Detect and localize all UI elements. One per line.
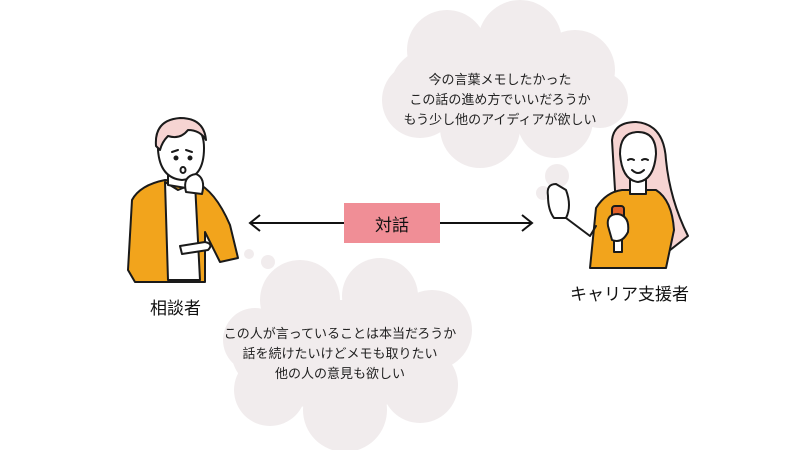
- thought-dots-bottom: [244, 249, 275, 269]
- dialogue-label: 対話: [375, 215, 409, 236]
- consultant-label: 相談者: [150, 299, 201, 319]
- thought-line: 今の言葉メモしたかった: [428, 73, 572, 88]
- thought-text-top: 今の言葉メモしたかった この話の進め方でいいだろうか もう少し他のアイディアが欲…: [380, 71, 620, 131]
- thought-line: 話を続けたいけどメモも取りたい: [242, 347, 438, 362]
- thought-line: 他の人の意見も欲しい: [274, 367, 405, 382]
- thought-line: この話の進め方でいいだろうか: [409, 93, 591, 108]
- consultant-illustration: [127, 117, 239, 283]
- thought-line: この人が言っていることは本当だろうか: [223, 327, 457, 342]
- thought-dots-top: [536, 164, 569, 200]
- thought-text-bottom: この人が言っていることは本当だろうか 話を続けたいけどメモも取りたい 他の人の意…: [220, 325, 460, 385]
- thought-line: もう少し他のアイディアが欲しい: [403, 113, 597, 128]
- supporter-illustration: [546, 121, 689, 269]
- supporter-label: キャリア支援者: [570, 285, 689, 305]
- dialogue-badge: 対話: [344, 203, 440, 243]
- thought-cloud-top: [382, 0, 628, 168]
- thought-cloud-bottom: [223, 258, 472, 450]
